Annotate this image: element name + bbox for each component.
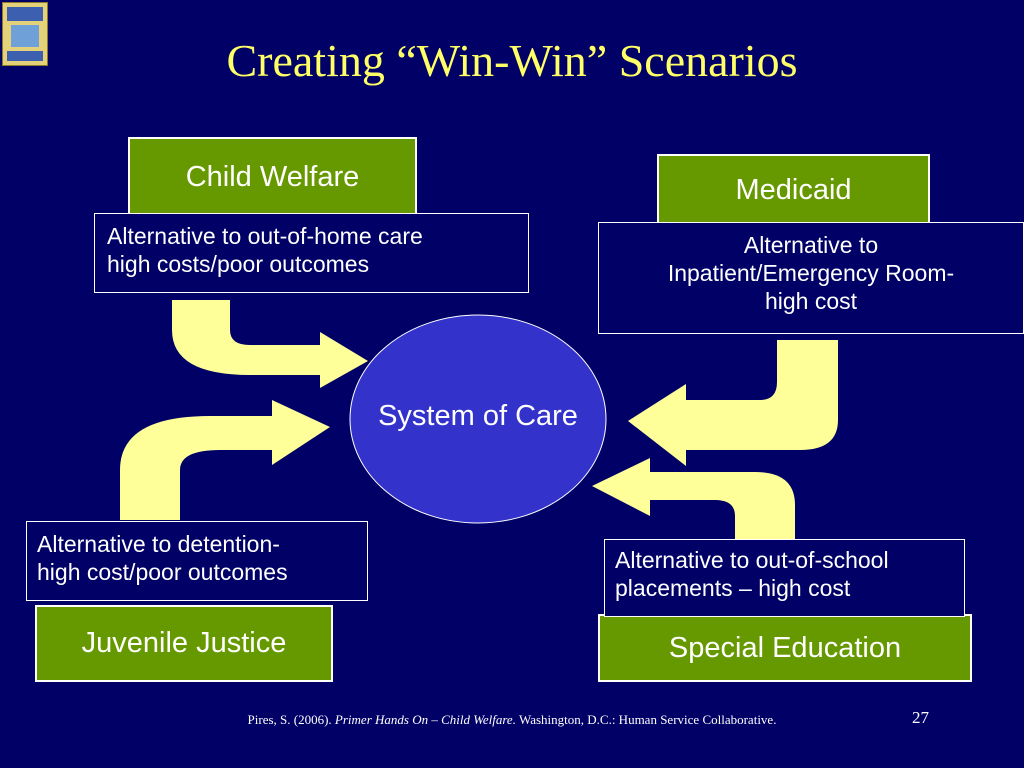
special-education-note: Alternative to out-of-school placements …: [604, 539, 965, 617]
special-education-box: Special Education: [598, 614, 972, 682]
citation-author: Pires, S. (2006).: [247, 712, 335, 727]
juvenile-justice-label: Juvenile Justice: [81, 627, 287, 659]
medicaid-note-line-2: Inpatient/Emergency Room-: [667, 260, 955, 287]
special-education-label: Special Education: [668, 632, 902, 664]
juvenile-justice-note-line-2: high cost/poor outcomes: [37, 559, 288, 586]
medicaid-note-line-1: Alternative to: [743, 232, 879, 258]
child-welfare-note-line-1: Alternative to out-of-home care: [107, 223, 423, 249]
building-systems-of-care-logo-icon: [2, 2, 48, 66]
juvenile-justice-note: Alternative to detention- high cost/poor…: [26, 521, 368, 601]
juvenile-justice-note-line-1: Alternative to detention-: [37, 531, 280, 557]
slide-title: Creating “Win-Win” Scenarios: [226, 35, 798, 86]
citation-footer: Pires, S. (2006). Primer Hands On – Chil…: [0, 712, 1024, 728]
special-education-note-line-1: Alternative to out-of-school: [615, 547, 889, 573]
juvenile-justice-box: Juvenile Justice: [35, 605, 333, 682]
child-welfare-label: Child Welfare: [185, 161, 360, 193]
system-of-care-ellipse: [349, 314, 607, 524]
citation-publisher: Washington, D.C.: Human Service Collabor…: [515, 712, 777, 727]
arrow-special-education-to-soc: [592, 458, 795, 540]
arrow-medicaid-to-soc: [628, 340, 838, 466]
page-number: 27: [912, 708, 929, 727]
child-welfare-note: Alternative to out-of-home care high cos…: [94, 213, 529, 293]
medicaid-note-line-3: high cost: [764, 288, 858, 315]
citation-work: Primer Hands On – Child Welfare.: [334, 712, 516, 727]
child-welfare-box: Child Welfare: [128, 137, 417, 217]
medicaid-note: Alternative to Inpatient/Emergency Room-…: [598, 222, 1024, 334]
medicaid-box: Medicaid: [657, 154, 930, 226]
arrow-juvenile-justice-to-soc: [120, 400, 330, 520]
special-education-note-line-2: placements – high cost: [615, 575, 851, 602]
medicaid-label: Medicaid: [735, 174, 852, 206]
system-of-care-label: System of Care: [378, 400, 578, 432]
child-welfare-note-line-2: high costs/poor outcomes: [107, 251, 370, 278]
arrow-child-welfare-to-soc: [172, 300, 368, 388]
